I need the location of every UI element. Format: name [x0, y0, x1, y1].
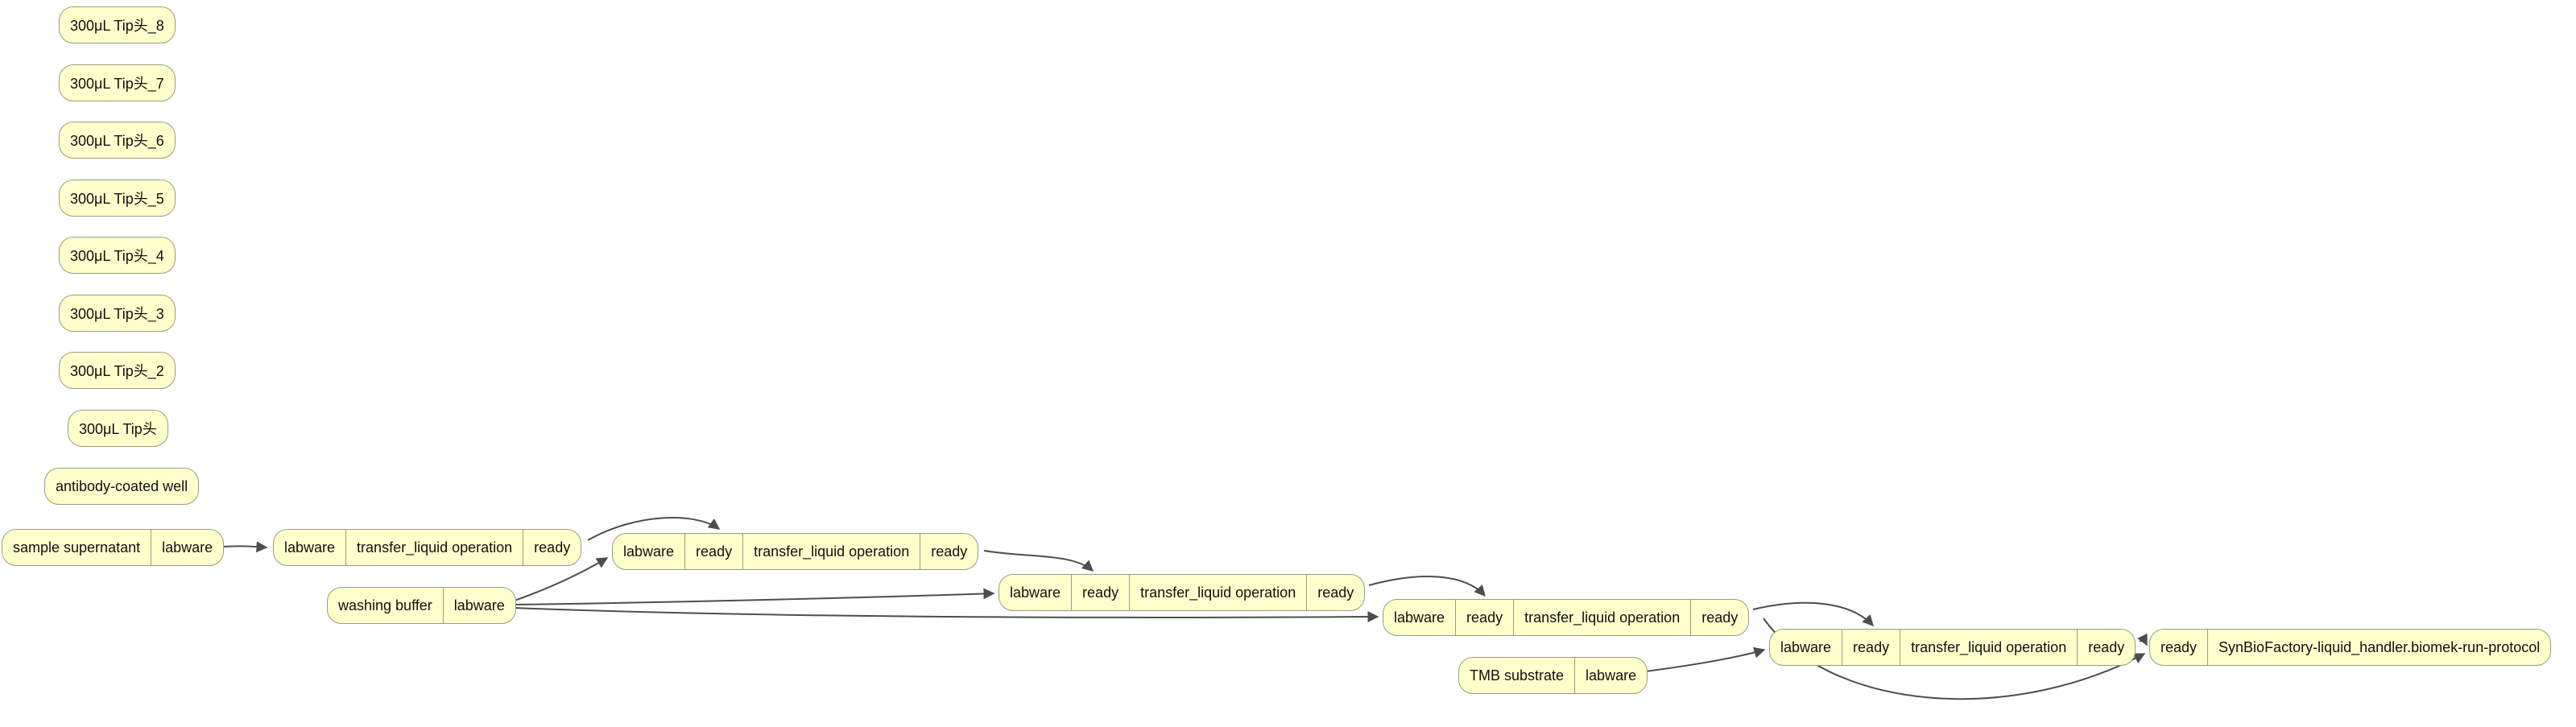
node-transfer-5-cell-3: ready — [2077, 630, 2135, 665]
edge-transfer-2-to-transfer-3 — [983, 550, 1094, 572]
node-tip-4: 300μL Tip头_4 — [59, 237, 176, 274]
node-transfer-4-cell-3: ready — [1690, 600, 1748, 635]
node-transfer-5-cell-1: ready — [1842, 630, 1900, 665]
node-tip-1-cell-0: 300μL Tip头 — [79, 421, 157, 437]
node-transfer-5-cell-2: transfer_liquid operation — [1900, 630, 2077, 665]
node-transfer-4-cell-1: ready — [1455, 600, 1513, 635]
edge-transfer-3-to-transfer-4 — [1368, 576, 1486, 597]
node-antibody-coated-well: antibody-coated well — [44, 468, 200, 505]
node-tip-4-cell-0: 300μL Tip头_4 — [70, 248, 164, 264]
node-tip-5-cell-0: 300μL Tip头_5 — [70, 191, 164, 207]
node-tip-2: 300μL Tip头_2 — [59, 352, 176, 389]
node-transfer-1-cell-1: transfer_liquid operation — [345, 530, 523, 565]
node-tip-1: 300μL Tip头 — [68, 410, 168, 447]
edge-washing-buffer-to-transfer-4 — [511, 607, 1379, 623]
node-run-protocol-cell-1: SynBioFactory-liquid_handler.biomek-run-… — [2207, 630, 2550, 665]
edge-tmb-substrate-to-transfer-5 — [1639, 646, 1766, 673]
node-sample-supernatant-cell-1: labware — [151, 530, 223, 565]
node-tip-6-cell-0: 300μL Tip头_6 — [70, 133, 164, 149]
node-washing-buffer: washing buffer labware — [327, 587, 516, 624]
node-transfer-1-cell-2: ready — [523, 530, 581, 565]
node-run-protocol: ready SynBioFactory-liquid_handler.biomek… — [2149, 629, 2552, 666]
node-transfer-3-cell-3: ready — [1306, 575, 1364, 610]
node-sample-supernatant: sample supernatant labware — [2, 529, 225, 566]
node-transfer-4-cell-2: transfer_liquid operation — [1513, 600, 1690, 635]
node-tmb-substrate-cell-1: labware — [1574, 658, 1647, 693]
node-transfer-3-cell-2: transfer_liquid operation — [1129, 575, 1306, 610]
node-tip-6: 300μL Tip头_6 — [59, 122, 176, 159]
node-transfer-1-cell-0: labware — [284, 539, 336, 556]
node-transfer-2-cell-0: labware — [623, 543, 675, 560]
node-tip-3: 300μL Tip头_3 — [59, 295, 176, 332]
node-sample-supernatant-cell-0: sample supernatant — [13, 539, 141, 556]
node-antibody-coated-well-cell-0: antibody-coated well — [56, 477, 188, 494]
node-tip-8: 300μL Tip头_8 — [59, 6, 176, 43]
node-transfer-2-cell-3: ready — [920, 534, 978, 569]
node-transfer-3-cell-0: labware — [1010, 584, 1061, 601]
node-washing-buffer-cell-1: labware — [442, 588, 515, 623]
node-tip-7: 300μL Tip头_7 — [59, 64, 176, 101]
node-transfer-5-cell-0: labware — [1780, 638, 1832, 655]
node-tmb-substrate: TMB substrate labware — [1458, 657, 1648, 694]
edge-transfer-5-to-run-protocol — [2137, 633, 2148, 646]
node-tip-5: 300μL Tip头_5 — [59, 180, 176, 217]
node-transfer-2-cell-2: transfer_liquid operation — [742, 534, 920, 569]
node-tip-3-cell-0: 300μL Tip头_3 — [70, 306, 164, 322]
edge-transfer-4-to-transfer-5 — [1752, 601, 1874, 627]
node-tip-2-cell-0: 300μL Tip头_2 — [70, 363, 164, 379]
node-transfer-2-cell-1: ready — [684, 534, 742, 569]
edge-washing-buffer-to-transfer-2 — [511, 557, 609, 602]
edge-transfer-1-to-transfer-2 — [587, 516, 721, 541]
edge-washing-buffer-to-transfer-3 — [511, 588, 995, 605]
node-tip-8-cell-0: 300μL Tip头_8 — [70, 18, 164, 34]
node-tmb-substrate-cell-0: TMB substrate — [1470, 667, 1565, 684]
node-transfer-4-cell-0: labware — [1394, 609, 1445, 626]
node-transfer-3-cell-1: ready — [1071, 575, 1129, 610]
node-tip-7-cell-0: 300μL Tip头_7 — [70, 76, 164, 92]
node-washing-buffer-cell-0: washing buffer — [338, 597, 432, 613]
node-run-protocol-cell-0: ready — [2160, 638, 2198, 655]
